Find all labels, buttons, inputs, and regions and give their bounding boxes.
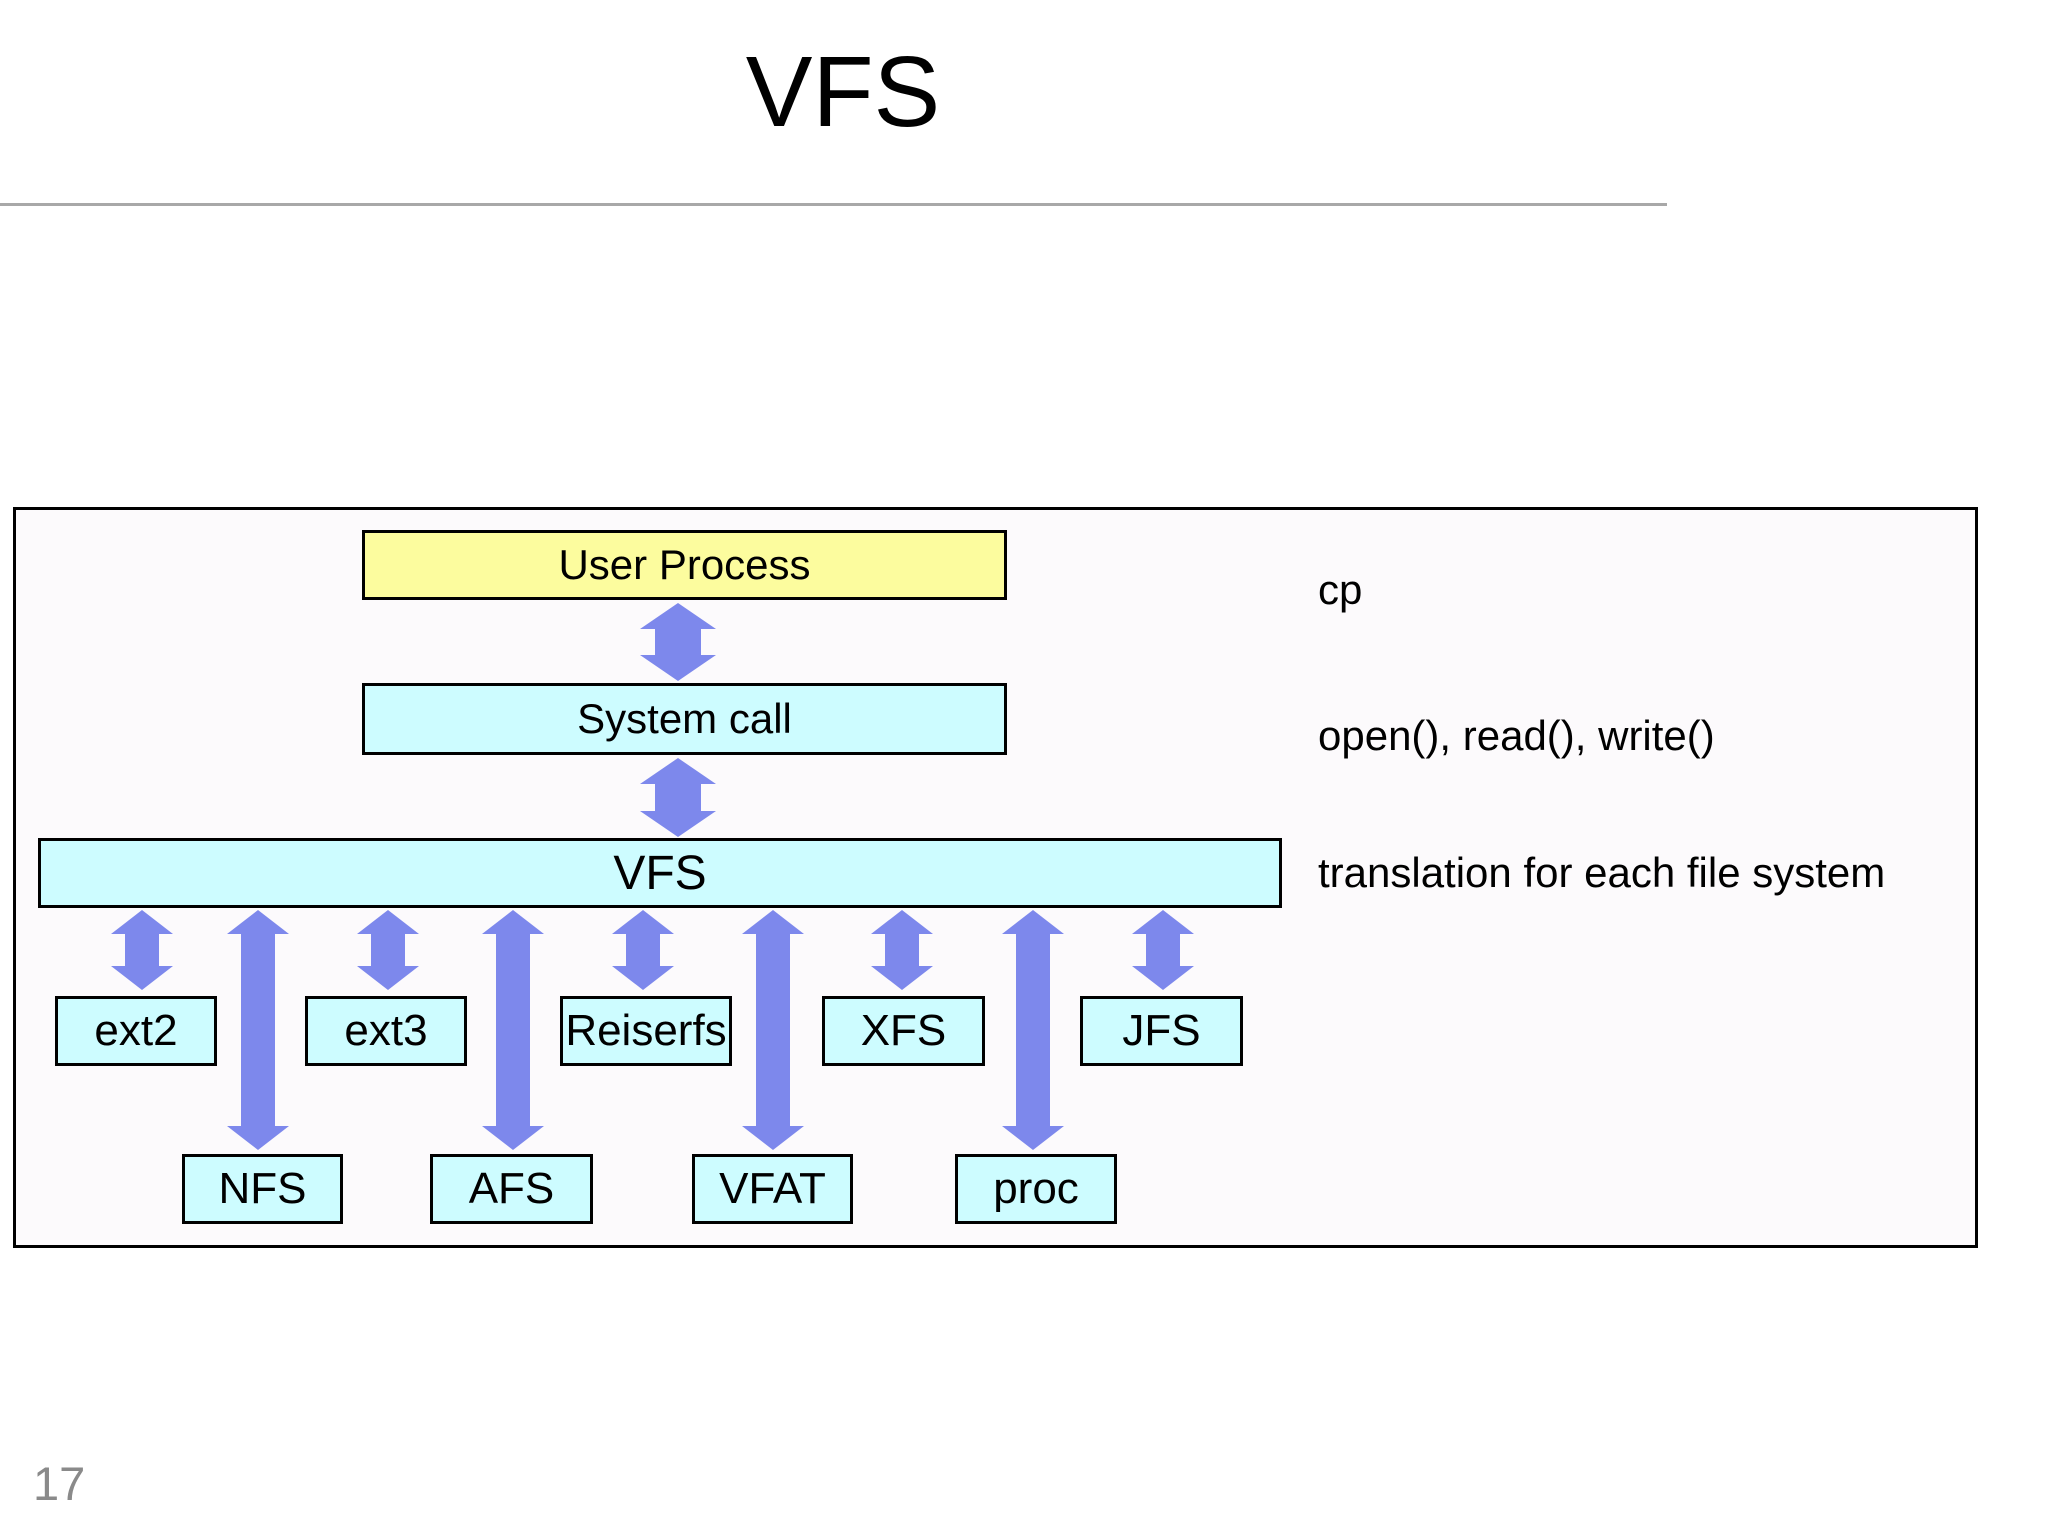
arrow-head-down xyxy=(640,811,716,837)
proc-label: proc xyxy=(993,1164,1079,1213)
arrow-head-down xyxy=(482,1126,544,1150)
arrow-shaft xyxy=(655,629,701,655)
vfs-xfs-arrow-icon xyxy=(871,910,933,990)
ext3-label: ext3 xyxy=(344,1006,428,1055)
arrow-shaft xyxy=(1016,934,1050,1126)
ext2-label: ext2 xyxy=(94,1006,178,1055)
nfs-box: NFS xyxy=(182,1154,343,1224)
arrow-head-up xyxy=(111,910,173,934)
arrow-head-up xyxy=(482,910,544,934)
ext3-box: ext3 xyxy=(305,996,467,1066)
arrow-head-down xyxy=(742,1126,804,1150)
system-call-vfs-arrow-icon xyxy=(640,758,716,837)
arrow-head-down xyxy=(640,655,716,681)
arrow-head-down xyxy=(1132,966,1194,990)
arrow-head-down xyxy=(227,1126,289,1150)
arrow-shaft xyxy=(655,784,701,811)
slide-title: VFS xyxy=(745,36,941,148)
system-call-box: System call xyxy=(362,683,1007,755)
xfs-label: XFS xyxy=(860,1006,947,1055)
arrow-head-up xyxy=(742,910,804,934)
arrow-shaft xyxy=(885,934,919,966)
vfs-ext2-arrow-icon xyxy=(111,910,173,990)
nfs-label: NFS xyxy=(218,1164,307,1213)
arrow-head-down xyxy=(357,966,419,990)
arrow-head-down xyxy=(612,966,674,990)
vfs-box: VFS xyxy=(38,838,1282,908)
arrow-head-up xyxy=(640,758,716,784)
arrow-shaft xyxy=(1146,934,1180,966)
arrow-head-up xyxy=(1132,910,1194,934)
afs-box: AFS xyxy=(430,1154,593,1224)
reiserfs-label: Reiserfs xyxy=(565,1006,727,1055)
arrow-head-up xyxy=(612,910,674,934)
user-process-system-call-arrow-icon xyxy=(640,603,716,681)
reiserfs-box: Reiserfs xyxy=(560,996,732,1066)
arrow-head-up xyxy=(640,603,716,629)
arrow-head-up xyxy=(1002,910,1064,934)
arrow-shaft xyxy=(496,934,530,1126)
arrow-head-down xyxy=(1002,1126,1064,1150)
vfs-vfat-arrow-icon xyxy=(742,910,804,1150)
arrow-head-up xyxy=(871,910,933,934)
vfat-box: VFAT xyxy=(692,1154,853,1224)
arrow-head-up xyxy=(357,910,419,934)
arrow-shaft xyxy=(125,934,159,966)
vfs-afs-arrow-icon xyxy=(482,910,544,1150)
ext2-box: ext2 xyxy=(55,996,217,1066)
annotation-cp: cp xyxy=(1318,566,1363,613)
arrow-shaft xyxy=(626,934,660,966)
vfs-nfs-arrow-icon xyxy=(227,910,289,1150)
afs-label: AFS xyxy=(468,1164,555,1213)
proc-box: proc xyxy=(955,1154,1117,1224)
annotation-vfs-translation: translation for each file system xyxy=(1318,849,1886,896)
vfs-ext3-arrow-icon xyxy=(357,910,419,990)
annotation-system-calls: open(), read(), write() xyxy=(1318,712,1715,759)
arrow-head-up xyxy=(227,910,289,934)
arrow-shaft xyxy=(371,934,405,966)
page-number: 17 xyxy=(33,1457,86,1510)
vfs-proc-arrow-icon xyxy=(1002,910,1064,1150)
jfs-label: JFS xyxy=(1122,1006,1201,1055)
vfat-label: VFAT xyxy=(719,1164,826,1213)
user-process-box: User Process xyxy=(362,530,1007,600)
vfs-label: VFS xyxy=(613,846,707,900)
vfs-reiserfs-arrow-icon xyxy=(612,910,674,990)
jfs-box: JFS xyxy=(1080,996,1243,1066)
arrow-shaft xyxy=(756,934,790,1126)
xfs-box: XFS xyxy=(822,996,985,1066)
arrow-head-down xyxy=(871,966,933,990)
arrow-shaft xyxy=(241,934,275,1126)
user-process-label: User Process xyxy=(558,541,811,588)
arrow-head-down xyxy=(111,966,173,990)
title-divider-line xyxy=(0,203,1667,206)
vfs-jfs-arrow-icon xyxy=(1132,910,1194,990)
system-call-label: System call xyxy=(577,695,792,742)
